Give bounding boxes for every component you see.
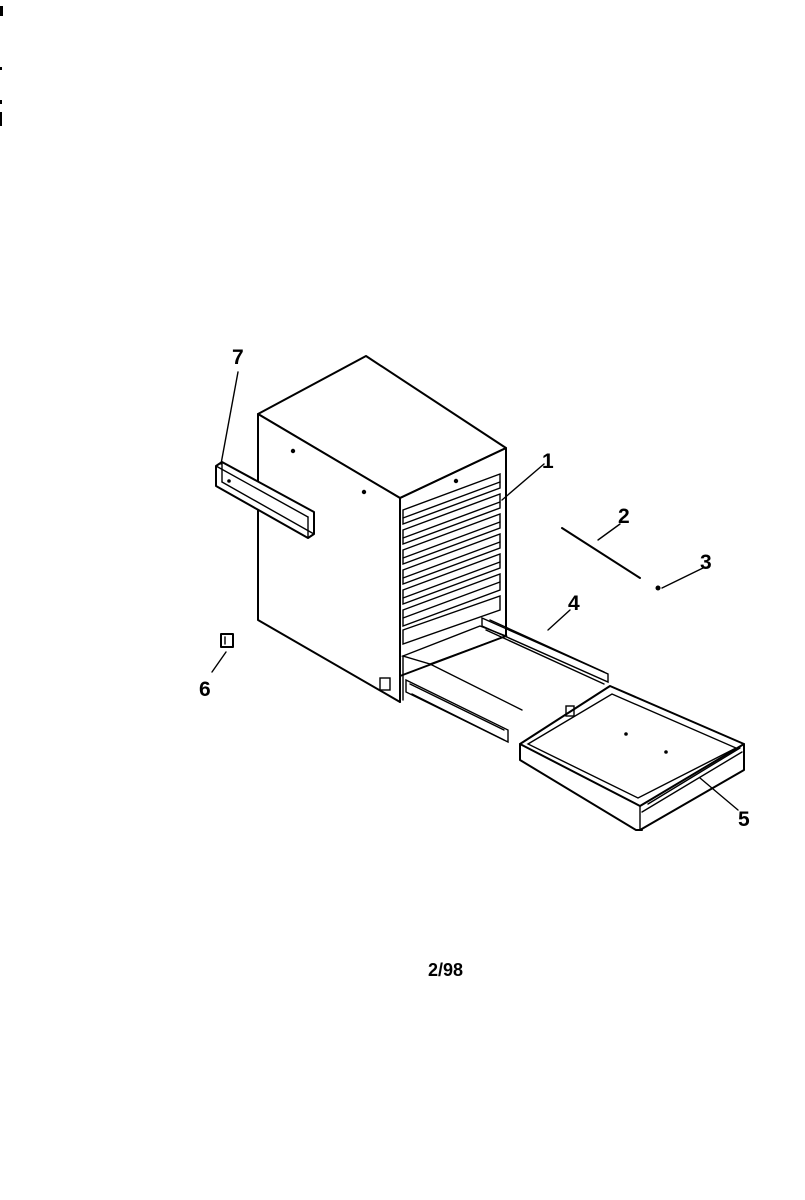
rivet — [290, 448, 296, 454]
callout-6: 6 — [199, 678, 211, 701]
rivet — [361, 489, 367, 495]
callout-3: 3 — [700, 551, 712, 574]
screw — [655, 585, 661, 591]
tool-cabinet — [257, 355, 508, 703]
leader-lines — [211, 371, 739, 811]
callout-7: 7 — [232, 346, 244, 369]
drawer-rod — [561, 527, 641, 579]
footer-date-code: 2/98 — [428, 960, 463, 980]
scan-marks — [0, 6, 3, 126]
drawer-fronts — [402, 472, 501, 645]
clip — [220, 633, 234, 648]
rivet — [453, 478, 459, 484]
callout-4: 4 — [568, 592, 580, 615]
callout-2: 2 — [618, 505, 630, 528]
drawer — [519, 685, 745, 831]
drawer-slides — [405, 616, 609, 744]
callout-5: 5 — [738, 808, 750, 831]
callout-1: 1 — [542, 450, 554, 473]
